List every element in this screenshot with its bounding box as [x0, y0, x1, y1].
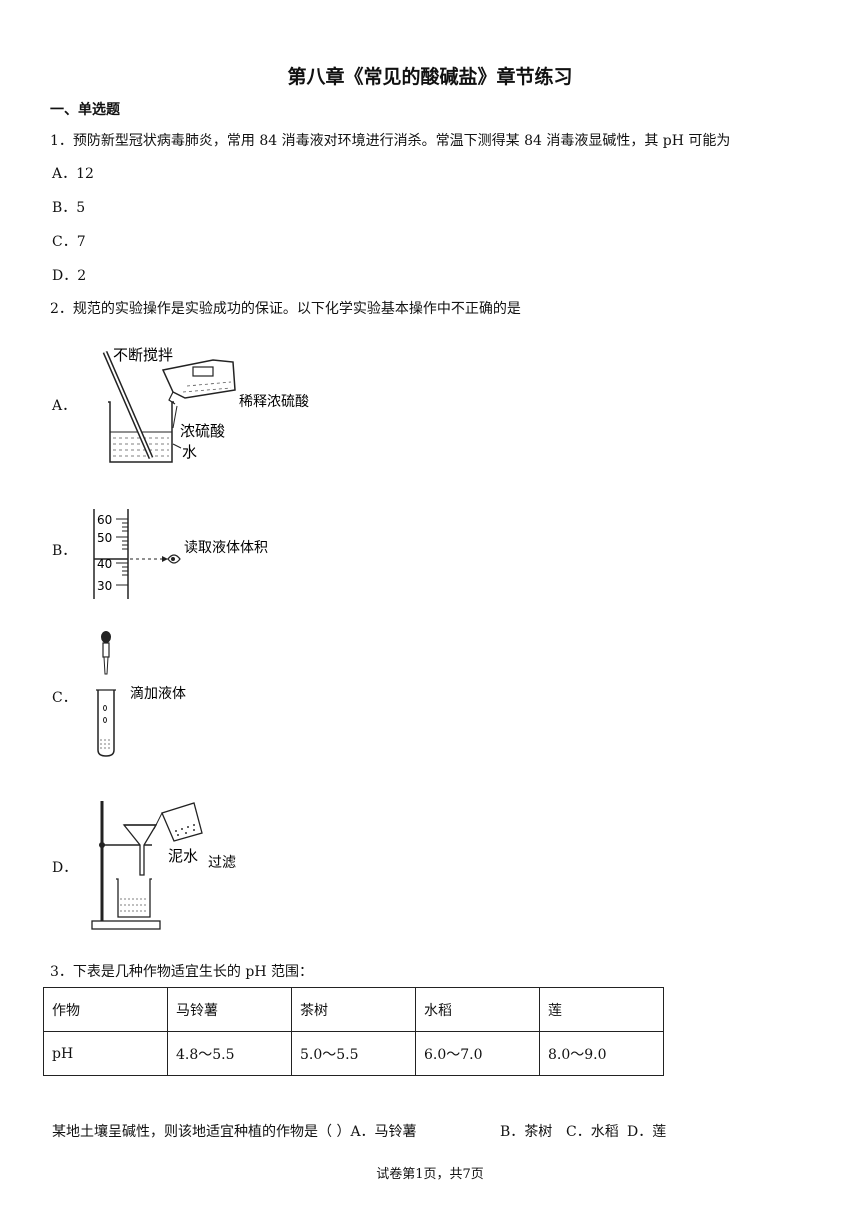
- table-cell: 作物: [43, 987, 168, 1032]
- question-1-stem: 1．预防新型冠状病毒肺炎，常用 84 消毒液对环境进行消杀。常温下测得某 84 …: [50, 133, 731, 149]
- caption-read-volume: 读取液体体积: [184, 539, 268, 556]
- q1-option-d: D．2: [52, 268, 87, 284]
- tick-label-40: 40: [97, 557, 112, 571]
- table-header-row: 作物 马铃薯 茶树 水稻 莲: [43, 987, 664, 1032]
- question-3-follow: 某地土壤呈碱性，则该地适宜种植的作物是（ ）A．马铃薯: [52, 1124, 417, 1140]
- question-3-stem: 3．下表是几种作物适宜生长的 pH 范围：: [50, 964, 313, 980]
- caption-add-liquid: 滴加液体: [130, 685, 186, 702]
- table-cell: 8.0～9.0: [539, 1031, 664, 1076]
- table-cell: 4.8～5.5: [167, 1031, 292, 1076]
- caption-filter: 过滤: [208, 855, 236, 871]
- q1-option-c: C．7: [52, 234, 86, 250]
- tick-label-60: 60: [97, 513, 112, 527]
- q3-option-b: B．茶树: [500, 1124, 553, 1140]
- q1-option-a: A．12: [52, 166, 94, 182]
- table-cell: 茶树: [291, 987, 416, 1032]
- q2-option-c: C．: [52, 690, 77, 706]
- table-row: pH 4.8～5.5 5.0～5.5 6.0～7.0 8.0～9.0: [43, 1031, 664, 1076]
- table-cell: 莲: [539, 987, 664, 1032]
- label-acid: 浓硫酸: [180, 422, 225, 440]
- filter-figure: 泥水 过滤: [90, 795, 250, 935]
- label-water: 水: [182, 443, 197, 461]
- q2-option-b: B．: [52, 543, 77, 559]
- tick-label-50: 50: [97, 531, 112, 545]
- page-title: 第八章《常见的酸碱盐》章节练习: [287, 66, 573, 88]
- q2-option-a: A．: [52, 398, 77, 414]
- question-2-stem: 2．规范的实验操作是实验成功的保证。以下化学实验基本操作中不正确的是: [50, 301, 521, 317]
- dropper-illustration: 滴加液体: [96, 631, 186, 757]
- filter-illustration: 泥水 过滤: [91, 801, 236, 930]
- dropper-figure: 滴加液体: [92, 628, 252, 763]
- cylinder-figure: 60 50 40 30 读取液体体积: [88, 505, 328, 605]
- label-mud-water: 泥水: [168, 847, 198, 865]
- q3-option-c: C．水稻: [566, 1124, 619, 1140]
- page-footer: 试卷第1页，共7页: [376, 1167, 484, 1182]
- table-cell: 水稻: [415, 987, 540, 1032]
- dilute-acid-figure: 不断搅拌 浓硫酸 水 稀释浓硫酸: [95, 340, 335, 470]
- label-stir: 不断搅拌: [113, 346, 173, 364]
- ph-range-table: 作物 马铃薯 茶树 水稻 莲 pH 4.8～5.5 5.0～5.5 6.0～7.…: [43, 987, 664, 1076]
- table-cell: pH: [43, 1031, 168, 1076]
- cylinder-illustration: 60 50 40 30 读取液体体积: [93, 509, 268, 599]
- q1-option-b: B．5: [52, 200, 86, 216]
- eye-icon: [167, 554, 181, 564]
- table-cell: 5.0～5.5: [291, 1031, 416, 1076]
- table-cell: 6.0～7.0: [415, 1031, 540, 1076]
- section-heading: 一、单选题: [50, 102, 120, 118]
- q3-option-d: D．莲: [627, 1124, 667, 1140]
- q2-option-d: D．: [52, 860, 78, 876]
- table-cell: 马铃薯: [167, 987, 292, 1032]
- caption-dilute: 稀释浓硫酸: [239, 394, 309, 410]
- dilute-acid-illustration: 不断搅拌 浓硫酸 水 稀释浓硫酸: [102, 346, 309, 463]
- tick-label-30: 30: [97, 579, 112, 593]
